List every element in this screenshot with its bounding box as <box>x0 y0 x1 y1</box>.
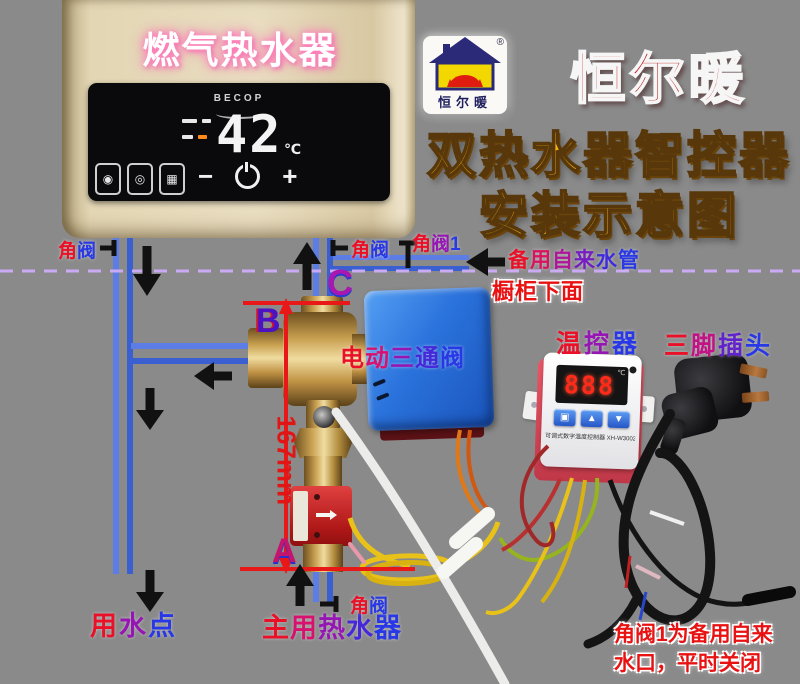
pipe-left-outer <box>113 236 119 574</box>
arrow-left-2-head <box>194 362 214 390</box>
thermostat-wire-red <box>501 478 562 552</box>
label-angle-valve-mid: 角阀 <box>351 240 390 261</box>
thermostat-down-button: ▼ <box>607 410 631 429</box>
heater-timer-icon: ▦ <box>159 163 185 195</box>
valve-bolt <box>313 406 335 428</box>
heater-temp-unit: ℃ <box>284 141 301 157</box>
thermostat-display: 888 ℃ <box>555 364 629 406</box>
note-line-2: 水口，平时关闭 <box>614 652 761 675</box>
label-motor-valve: 电动三通阀 <box>340 345 465 372</box>
label-plug: 三脚插头 <box>664 332 773 360</box>
marker-b: B <box>256 302 281 340</box>
registered-mark: ® <box>496 37 504 48</box>
thermostat-readout: 888 <box>563 370 616 401</box>
brand-title: 恒尔暖 <box>569 47 748 111</box>
actuator-slot-1 <box>372 378 387 388</box>
sensor-probe <box>742 586 796 606</box>
gas-water-heater: BECOP 42 ℃ − + ◉ ◎ ▦ <box>62 0 415 238</box>
thermostat-set-button: ▣ <box>553 408 577 427</box>
sensor-wire-yellow <box>347 517 411 569</box>
heater-temperature-readout: 42 <box>216 105 283 165</box>
wire-bit-blue <box>638 591 648 621</box>
brand-logo: ® 恒尔暖 <box>423 36 507 114</box>
arrow-down-2-head <box>136 410 164 430</box>
yellow-wire-coil-2 <box>365 559 449 587</box>
heater-status-leds <box>182 119 216 151</box>
dimension-167mm: 167mm <box>271 415 302 506</box>
thermostat-unit: ℃ <box>617 369 626 378</box>
heater-brand-mark: BECOP <box>213 93 265 104</box>
heater-minus-button: − <box>198 161 214 191</box>
heater-power-icon <box>235 161 261 189</box>
pipe-backup-upper <box>333 255 469 260</box>
yellow-wire-coil-1 <box>359 553 455 583</box>
sensor-screw-bottom <box>314 532 320 538</box>
thermostat-wire-yellow-2 <box>540 479 587 604</box>
marker-c: C <box>327 262 353 303</box>
pipe-left-inner <box>127 236 133 574</box>
pipe-backup-lower <box>333 266 469 271</box>
label-backup-water-pipe: 备用自来水管 <box>508 249 640 272</box>
heater-brand-underline <box>216 109 262 119</box>
flow-sensor-sticker <box>293 491 308 541</box>
label-under-cabinet: 橱柜下面 <box>492 279 585 304</box>
heater-display-panel: BECOP 42 ℃ − + ◉ ◎ ▦ <box>88 83 390 201</box>
heater-plus-button: + <box>282 161 298 191</box>
pink-cable-tie-2 <box>635 564 661 580</box>
thermostat-wire-yellow-1 <box>485 477 574 615</box>
pipe-bottom-inner <box>327 570 333 602</box>
sensor-probe-cable <box>607 479 775 607</box>
arrow-down-1-head <box>133 274 161 296</box>
heater-title: 燃气热水器 <box>142 30 338 71</box>
note-line-1: 角阀1为备用自来 <box>614 623 773 646</box>
note-text: 角阀1为备用自来 水口，平时关闭 <box>614 620 773 678</box>
plug-pin-bottom <box>741 391 770 403</box>
pipe-right-outer <box>313 236 319 300</box>
valve-bottom-port <box>303 544 343 572</box>
pipe-bottom-outer <box>313 570 319 602</box>
sensor-screw-top <box>314 494 320 500</box>
thermostat-front: 888 ℃ ▣ ▲ ▼ 可调式数字温度控制器 XH-W3002 <box>540 352 642 470</box>
wire-bit-red <box>624 555 632 589</box>
label-angle-valve-left: 角阀 <box>58 241 97 262</box>
logo-brand-text: 恒尔暖 <box>437 95 492 110</box>
brand-house-icon <box>429 37 501 91</box>
valve-stem-lower <box>304 456 342 488</box>
label-angle-valve-bottom: 角阀 <box>350 596 389 617</box>
flow-direction-arrow <box>316 513 330 517</box>
thermostat-indicator-dot <box>629 366 637 374</box>
pipe-right-inner <box>327 236 333 300</box>
actuator-slot-2 <box>376 392 390 401</box>
product-title-line2: 安装示意图 <box>478 188 739 244</box>
label-thermostat: 温控器 <box>556 330 641 358</box>
white-connector-1 <box>449 507 495 549</box>
product-title-line1: 双热水器智控器 <box>426 128 791 184</box>
flow-direction-arrowhead <box>330 510 337 520</box>
thermostat-up-button: ▲ <box>580 409 604 428</box>
marker-a: A <box>272 532 297 570</box>
valve-body <box>283 312 357 406</box>
arrow-left-1-head <box>466 248 488 276</box>
actuator-wire-orange-2 <box>466 429 492 514</box>
thermostat-wire-green <box>498 477 600 562</box>
heater-cycle-icon: ◎ <box>127 163 153 195</box>
thermostat-model-text: 可调式数字温度控制器 XH-W3002 <box>544 433 636 443</box>
pipe-branch-upper <box>131 343 265 349</box>
valve-left-port <box>248 328 284 388</box>
label-angle-valve-1: 角阀1 <box>412 234 461 255</box>
label-water-point: 用水点 <box>90 611 177 641</box>
pink-cable-tie <box>348 542 366 564</box>
white-cable-tie <box>649 510 685 526</box>
yellow-wire-strand <box>449 521 501 569</box>
valve-hex-nut <box>294 428 352 458</box>
actuator-wire-orange-1 <box>455 429 484 518</box>
white-connector-2 <box>437 537 483 579</box>
pipe-branch-lower <box>131 358 269 364</box>
heater-mode-icon: ◉ <box>95 163 121 195</box>
